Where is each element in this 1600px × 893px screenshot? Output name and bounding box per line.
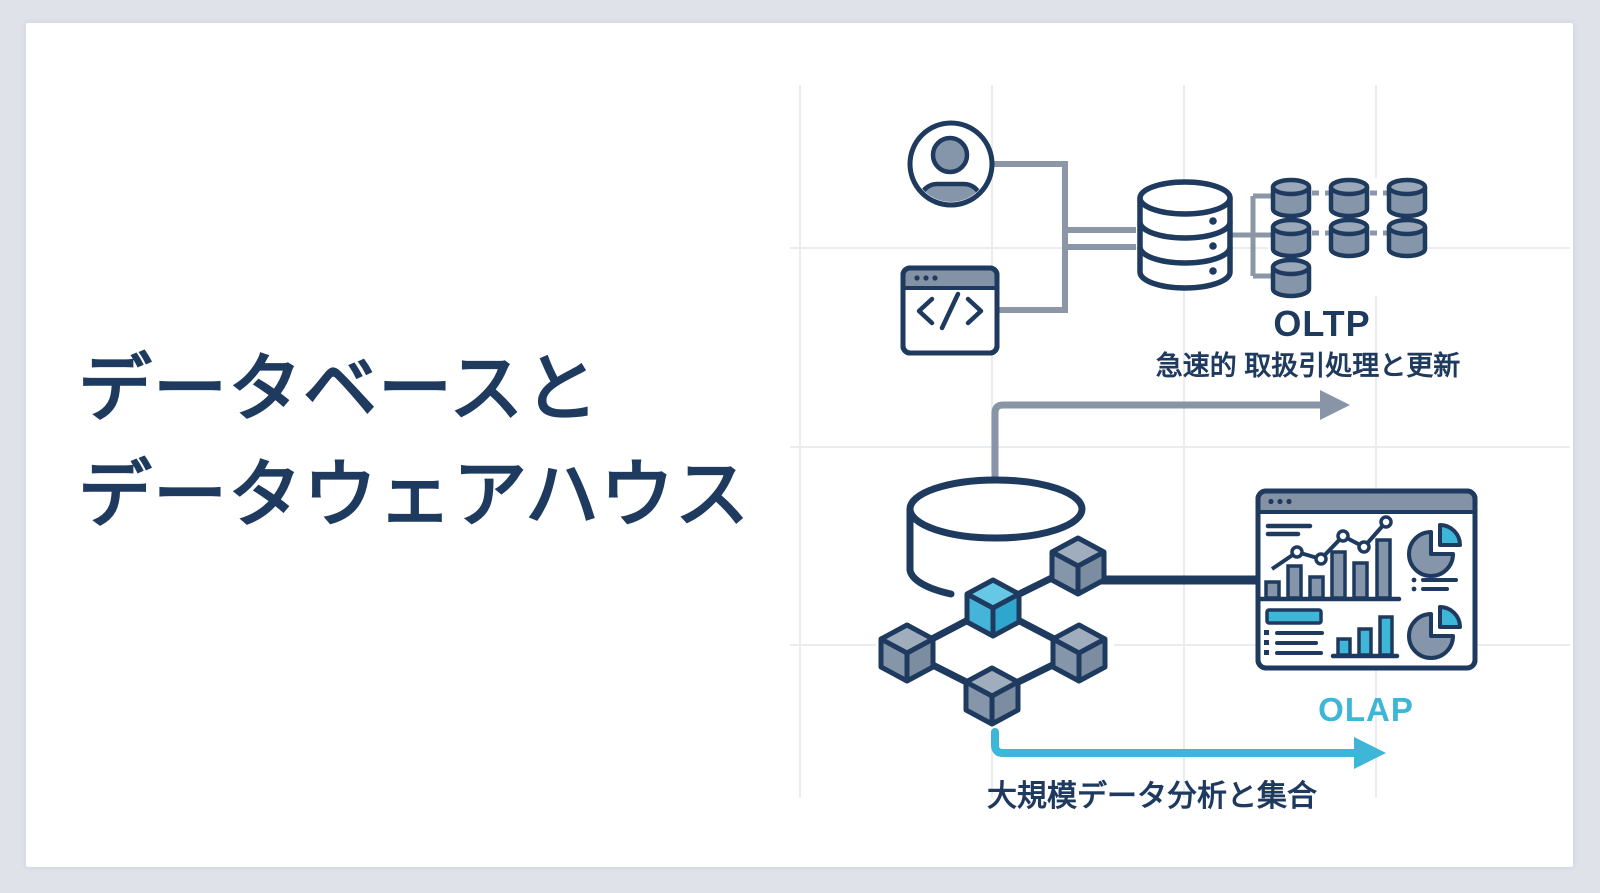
mini-bar-chart-icon: [1330, 615, 1400, 659]
person-icon: [907, 120, 995, 208]
code-glyph: [916, 291, 984, 331]
olap-label: OLAP: [1318, 691, 1414, 728]
warehouse-cylinder-icon: [906, 476, 1086, 598]
bar-chart-icon: [1258, 538, 1402, 602]
code-window-icon: [900, 265, 1000, 356]
dashboard-window-icon: [1255, 488, 1478, 671]
cube-network-icon: [881, 538, 1105, 724]
cube-highlight-icon: [967, 580, 1019, 636]
cluster-bracket: [1230, 193, 1271, 279]
input-connectors: [993, 161, 1136, 313]
line-chart-icon: [1270, 515, 1393, 571]
oltp-label: OLTP: [1273, 303, 1371, 344]
oltp-flow-arrow-icon: [991, 390, 1350, 490]
page-title-line2: データウェアハウス: [78, 453, 751, 536]
olap-caption: 大規模データ分析と集合: [987, 780, 1317, 813]
oltp-caption: 急速的 取扱引処理と更新: [1155, 351, 1461, 381]
database-icon: [1137, 179, 1233, 291]
olap-flow-arrow-icon: [991, 728, 1386, 769]
dashboard-legend-lines: [1421, 578, 1458, 591]
cluster-dashed-links: [1312, 190, 1388, 236]
page-title-line1: データベースと: [78, 347, 600, 430]
dashboard-text-lines: [1265, 523, 1313, 537]
dashboard-list-icon: [1264, 608, 1324, 655]
